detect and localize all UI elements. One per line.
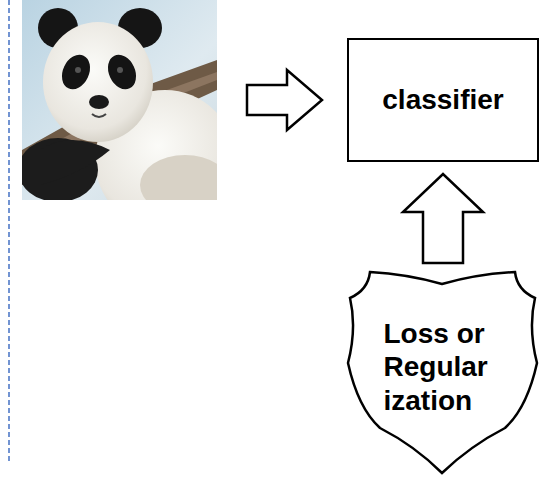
panda-photo <box>22 0 217 200</box>
process-box: classifier <box>347 38 539 162</box>
node-label: classifier <box>382 83 503 116</box>
dashed-divider <box>8 0 10 462</box>
input-arrow <box>247 70 322 130</box>
shield-node: Loss or Regular ization <box>345 268 540 476</box>
block-arrow <box>403 174 483 263</box>
shield-label: Loss or Regular ization <box>384 317 502 416</box>
